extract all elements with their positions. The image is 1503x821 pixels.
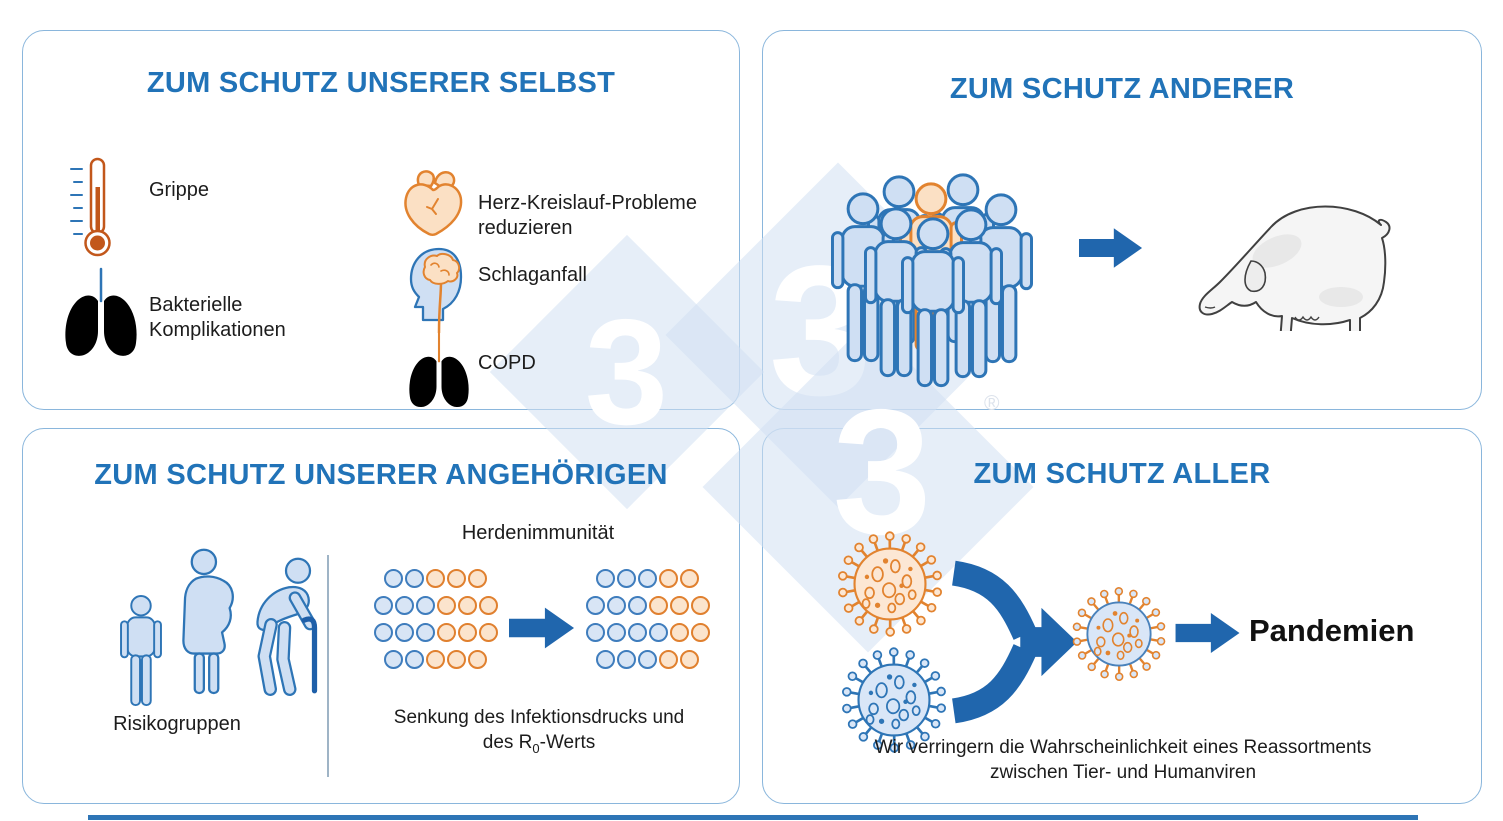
- herd-dot: [468, 569, 487, 588]
- panel-others-title: ZUM SCHUTZ ANDERER: [949, 73, 1295, 105]
- child-icon: [120, 595, 162, 707]
- divider: [327, 555, 329, 777]
- herd-grid-before: [373, 569, 499, 677]
- herd-grid-after: [585, 569, 711, 677]
- virus-reassorted-icon: [1069, 585, 1169, 683]
- arrow-right-icon: [1175, 612, 1240, 654]
- herd-dot: [691, 596, 710, 615]
- herd-dot: [384, 569, 403, 588]
- herd-dot: [649, 596, 668, 615]
- panel-self-title: ZUM SCHUTZ UNSERER SELBST: [146, 67, 616, 99]
- herd-dot: [447, 650, 466, 669]
- thermometer-icon: [70, 157, 111, 257]
- herd-dot: [638, 569, 657, 588]
- panel-all-title: ZUM SCHUTZ ALLER: [973, 458, 1271, 490]
- herd-dot: [374, 596, 393, 615]
- herd-dot: [628, 623, 647, 642]
- herd-dot: [395, 596, 414, 615]
- bottom-bar: [88, 815, 1418, 820]
- herd-dot: [384, 650, 403, 669]
- reassortment-caption: Wir verringern die Wahrscheinlichkeit ei…: [874, 737, 1372, 783]
- herd-dot: [447, 569, 466, 588]
- herd-dot: [458, 596, 477, 615]
- herd-dot: [628, 596, 647, 615]
- herd-dot: [458, 623, 477, 642]
- herd-dot: [586, 623, 605, 642]
- herd-dot: [586, 596, 605, 615]
- infection-pressure-caption: Senkung des Infektionsdrucks und des R0-…: [393, 707, 685, 756]
- crowd-icon: [831, 169, 1051, 399]
- panel-relatives-title: ZUM SCHUTZ UNSERER ANGEHÖRIGEN: [94, 459, 668, 491]
- panel-protect-relatives: ZUM SCHUTZ UNSERER ANGEHÖRIGEN Risikogru…: [22, 428, 740, 804]
- elderly-icon: [256, 557, 318, 696]
- grippe-label: Grippe: [149, 179, 210, 201]
- herd-dot: [670, 596, 689, 615]
- merge-arrow-icon: [951, 560, 1078, 724]
- pandemien-label: Pandemien: [1249, 613, 1415, 648]
- herd-dot: [416, 596, 435, 615]
- herd-dot: [638, 650, 657, 669]
- herd-dot: [374, 623, 393, 642]
- heart-icon: [404, 170, 463, 236]
- arrow-right-icon: [509, 607, 575, 649]
- lungs-orange-icon: .lungs-orange .lobe{fill:var(--fill_oran…: [409, 333, 469, 408]
- herd-dot: [416, 623, 435, 642]
- herd-dot: [680, 569, 699, 588]
- herd-dot: [437, 596, 456, 615]
- herd-dot: [596, 569, 615, 588]
- herd-dot: [649, 623, 668, 642]
- herd-dot: [437, 623, 456, 642]
- herd-dot: [426, 650, 445, 669]
- panel-protect-others: ZUM SCHUTZ ANDERER: [762, 30, 1482, 410]
- panel-protect-all: ZUM SCHUTZ ALLER Pandemien Wir verringer…: [762, 428, 1482, 804]
- lungs-blue-icon: .lungs-blue .lobe{fill:var(--fill_blue);…: [65, 267, 137, 356]
- herd-dot: [617, 569, 636, 588]
- herd-dot: [426, 569, 445, 588]
- herd-dot: [479, 596, 498, 615]
- herd-dot: [659, 569, 678, 588]
- herd-dot: [680, 650, 699, 669]
- copd-label: COPD: [478, 352, 536, 374]
- herd-dot: [405, 650, 424, 669]
- panel-protect-self: ZUM SCHUTZ UNSERER SELBST Grippe .lungs-…: [22, 30, 740, 410]
- herd-dot: [479, 623, 498, 642]
- herd-dot: [670, 623, 689, 642]
- herd-dot: [596, 650, 615, 669]
- herd-dot: [659, 650, 678, 669]
- herd-immunity-label: Herdenimmunität: [461, 522, 615, 544]
- arrow-right-icon: [1079, 228, 1143, 268]
- pregnant-woman-icon: [182, 548, 234, 695]
- herd-dot: [617, 650, 636, 669]
- bakterielle-label: Bakterielle Komplikationen: [149, 294, 286, 341]
- virus-orange-icon: [833, 529, 947, 639]
- risk-groups-label: Risikogruppen: [113, 713, 241, 735]
- person-icon: [901, 217, 965, 388]
- herd-dot: [607, 596, 626, 615]
- herd-dot: [395, 623, 414, 642]
- head-brain-icon: [409, 247, 463, 333]
- herd-dot: [468, 650, 487, 669]
- herd-dot: [607, 623, 626, 642]
- schlaganfall-label: Schlaganfall: [478, 264, 587, 286]
- virus-blue-icon: [837, 645, 951, 755]
- herd-dot: [405, 569, 424, 588]
- herz-label: Herz-Kreislauf-Probleme reduzieren: [478, 192, 697, 239]
- pig-icon: [1198, 205, 1391, 331]
- herd-dot: [691, 623, 710, 642]
